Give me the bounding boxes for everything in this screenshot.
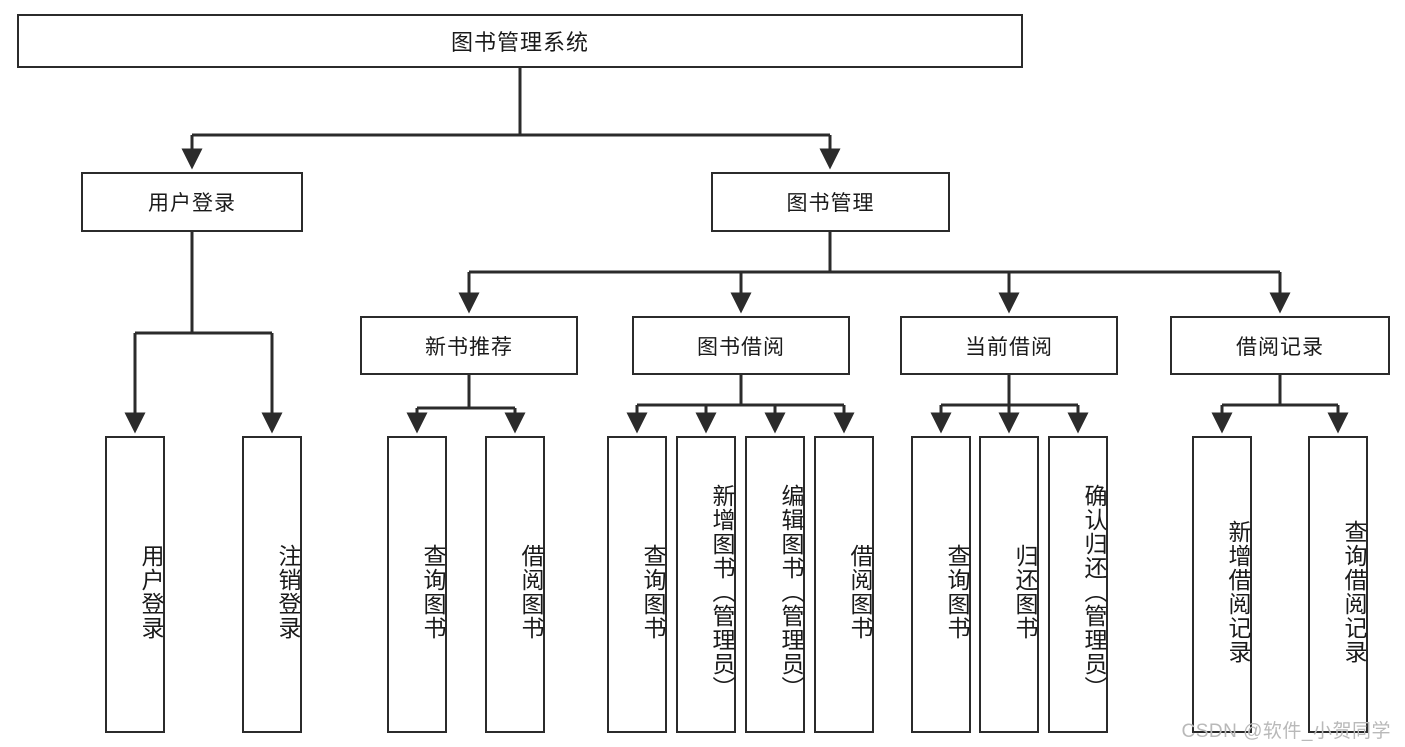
node-root-book-management-system[interactable]: 图书管理系统 xyxy=(17,14,1023,68)
node-book-borrow[interactable]: 图书借阅 xyxy=(632,316,850,375)
node-label: 确认归还（管理员） xyxy=(1081,483,1107,700)
node-leaf-confirm-return-admin[interactable]: 确认归还（管理员） xyxy=(1048,436,1108,733)
node-label: 归还图书 xyxy=(1012,543,1038,640)
node-label: 查询图书 xyxy=(944,543,970,640)
node-label: 用户登录 xyxy=(148,192,236,215)
node-leaf-borrow-book[interactable]: 借阅图书 xyxy=(814,436,874,733)
node-new-book-recommend[interactable]: 新书推荐 xyxy=(360,316,578,375)
node-leaf-query-book-borrow[interactable]: 查询图书 xyxy=(607,436,667,733)
node-label: 新增图书（管理员） xyxy=(709,483,735,700)
node-borrow-record[interactable]: 借阅记录 xyxy=(1170,316,1390,375)
node-leaf-query-book-recommend[interactable]: 查询图书 xyxy=(387,436,447,733)
node-user-login[interactable]: 用户登录 xyxy=(81,172,303,232)
node-label: 图书借阅 xyxy=(697,335,785,359)
node-leaf-edit-book-admin[interactable]: 编辑图书（管理员） xyxy=(745,436,805,733)
node-leaf-query-book-current[interactable]: 查询图书 xyxy=(911,436,971,733)
node-label: 当前借阅 xyxy=(965,335,1053,359)
node-label: 新书推荐 xyxy=(425,335,513,359)
node-label: 用户登录 xyxy=(138,543,164,640)
node-label: 查询借阅记录 xyxy=(1341,519,1367,664)
node-label: 借阅图书 xyxy=(518,543,544,640)
node-leaf-logout[interactable]: 注销登录 xyxy=(242,436,302,733)
node-label: 查询图书 xyxy=(420,543,446,640)
node-leaf-query-borrow-record[interactable]: 查询借阅记录 xyxy=(1308,436,1368,733)
node-label: 图书管理系统 xyxy=(450,30,589,55)
node-label: 编辑图书（管理员） xyxy=(778,483,804,700)
node-leaf-user-login[interactable]: 用户登录 xyxy=(105,436,165,733)
node-current-borrow[interactable]: 当前借阅 xyxy=(900,316,1118,375)
node-label: 注销登录 xyxy=(275,543,301,640)
node-book-management[interactable]: 图书管理 xyxy=(711,172,950,232)
node-label: 借阅图书 xyxy=(847,543,873,640)
node-label: 图书管理 xyxy=(786,192,875,215)
node-leaf-borrow-book-recommend[interactable]: 借阅图书 xyxy=(485,436,545,733)
node-label: 借阅记录 xyxy=(1236,335,1324,359)
node-leaf-add-borrow-record[interactable]: 新增借阅记录 xyxy=(1192,436,1252,733)
node-label: 查询图书 xyxy=(640,543,666,640)
node-leaf-add-book-admin[interactable]: 新增图书（管理员） xyxy=(676,436,736,733)
node-leaf-return-book[interactable]: 归还图书 xyxy=(979,436,1039,733)
node-label: 新增借阅记录 xyxy=(1225,519,1251,664)
